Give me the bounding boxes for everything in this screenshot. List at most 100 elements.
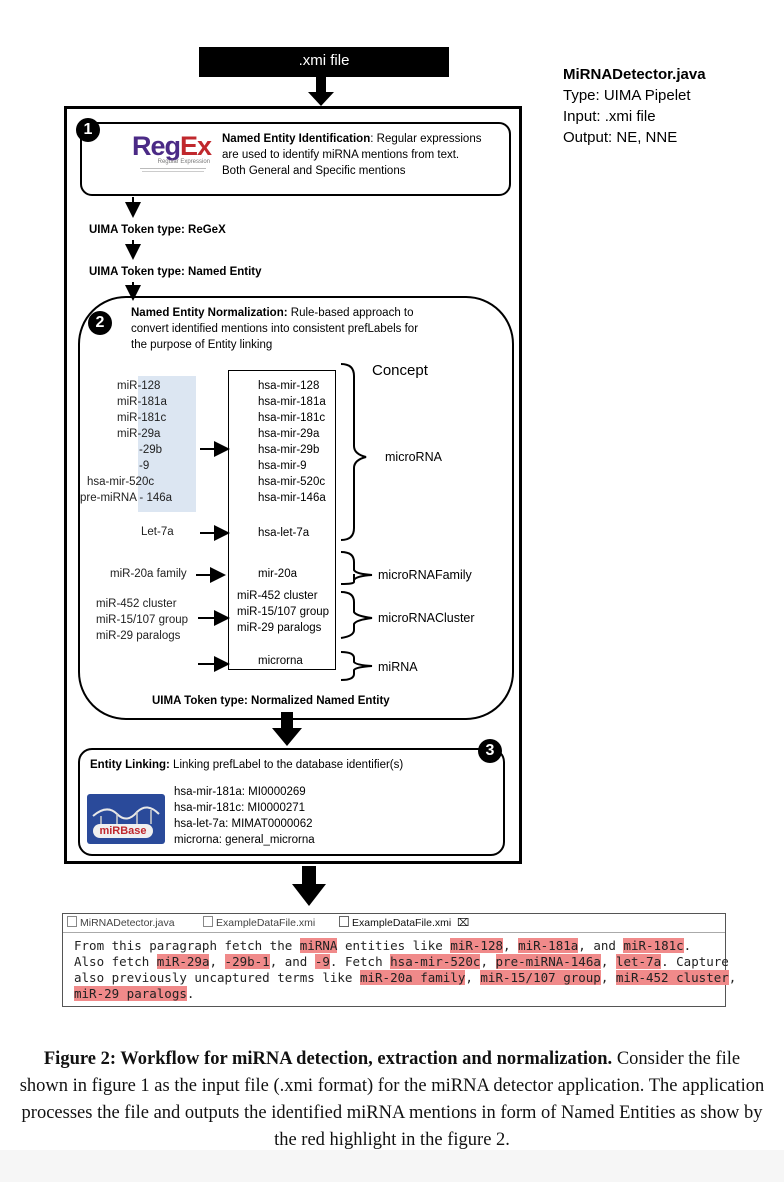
editor-text-segment: , xyxy=(209,954,225,969)
step-2-badge: 2 xyxy=(88,311,112,335)
preflabel-item: miR-29 paralogs xyxy=(237,622,322,634)
editor-text-segment: From this paragraph fetch the xyxy=(74,938,300,953)
link-item: hsa-mir-181c: MI0000271 xyxy=(174,802,306,814)
mention-family: miR-20a family xyxy=(110,568,187,580)
preflabel-item: miR-15/107 group xyxy=(237,606,330,618)
pipelet-name: MiRNADetector.java xyxy=(563,66,706,83)
highlighted-mention: -29b-1 xyxy=(224,954,270,969)
highlighted-mention: miRNA xyxy=(299,938,338,953)
mention-item: pre-miRNA - 146a xyxy=(80,492,173,504)
mention-list-mirna: miR-128 miR-181a miR-181c miR-29a -29b -… xyxy=(78,378,196,506)
pipelet-input: Input: .xmi file xyxy=(563,108,656,125)
link-list: hsa-mir-181a: MI0000269 hsa-mir-181c: MI… xyxy=(174,784,315,848)
token-named-entity: UIMA Token type: Named Entity xyxy=(89,266,262,278)
preflabel-list-cluster: miR-452 cluster miR-15/107 group miR-29 … xyxy=(237,588,329,636)
preflabel-item: miR-452 cluster xyxy=(237,590,318,602)
mention-highlight xyxy=(138,376,196,512)
highlighted-mention: miR-20a family xyxy=(359,970,466,985)
editor-text[interactable]: From this paragraph fetch the miRNA enti… xyxy=(74,938,736,1002)
editor-text-segment: . xyxy=(683,938,692,953)
tab-example-data-1[interactable]: ExampleDataFile.xmi xyxy=(203,916,315,929)
mention-item: miR-181a xyxy=(117,396,167,408)
concept-microrna-cluster: microRNACluster xyxy=(378,611,475,625)
editor-tab-bar: MiRNADetector.java ExampleDataFile.xmi E… xyxy=(63,914,725,933)
highlighted-mention: let-7a xyxy=(615,954,662,969)
mention-item: -29b xyxy=(139,444,163,456)
close-tab-icon[interactable]: ⌧ xyxy=(457,917,470,929)
xmi-file-input-box: .xmi file xyxy=(199,47,449,77)
concept-header: Concept xyxy=(372,362,428,379)
editor-text-segment: . Fetch xyxy=(329,954,391,969)
figure-caption: Figure 2: Workflow for miRNA detection, … xyxy=(18,1046,766,1154)
mirbase-logo: miRBase xyxy=(87,794,165,844)
preflabel-box xyxy=(228,370,336,670)
link-item: hsa-mir-181a: MI0000269 xyxy=(174,786,306,798)
arrow-middle xyxy=(272,712,302,746)
preflabel-generic: microrna xyxy=(258,655,303,667)
mention-let: Let-7a xyxy=(141,526,174,538)
preflabel-list-mirna: hsa-mir-128 hsa-mir-181a hsa-mir-181c hs… xyxy=(258,378,326,506)
editor-line: Also fetch miR-29a, -29b-1, and -9. Fetc… xyxy=(74,954,736,970)
mention-item: miR-15/107 group xyxy=(96,614,189,626)
java-file-icon xyxy=(67,916,77,927)
editor-line: From this paragraph fetch the miRNA enti… xyxy=(74,938,736,954)
highlighted-mention: miR-29a xyxy=(156,954,210,969)
preflabel-item: hsa-mir-146a xyxy=(258,492,326,504)
arrow-bottom xyxy=(292,866,326,906)
tab-mirna-detector[interactable]: MiRNADetector.java xyxy=(67,916,175,929)
step-3-badge: 3 xyxy=(478,739,502,763)
editor-text-segment: , xyxy=(503,938,519,953)
concept-microrna-family: microRNAFamily xyxy=(378,568,472,582)
step-1-badge: 1 xyxy=(76,118,100,142)
identification-description: Named Entity Identification: Regular exp… xyxy=(222,133,482,177)
concept-microrna: microRNA xyxy=(385,450,442,464)
caption-title: Figure 2: Workflow for miRNA detection, … xyxy=(43,1049,613,1069)
highlighted-mention: pre-miRNA-146a xyxy=(495,954,601,969)
tab-example-data-2[interactable]: ExampleDataFile.xmi ⌧ xyxy=(339,916,469,929)
token-regex: UIMA Token type: ReGeX xyxy=(89,224,226,236)
editor-text-segment: , xyxy=(600,970,616,985)
step-normalization-box xyxy=(78,296,514,720)
editor-text-segment: , xyxy=(480,954,496,969)
mention-list-cluster: miR-452 cluster miR-15/107 group miR-29 … xyxy=(96,596,188,644)
editor-text-segment: . xyxy=(186,986,195,1001)
preflabel-item: hsa-mir-9 xyxy=(258,460,307,472)
pipelet-meta: MiRNADetector.java Type: UIMA Pipelet In… xyxy=(563,64,706,148)
pipelet-output: Output: NE, NNE xyxy=(563,129,678,146)
page-bottom-band xyxy=(0,1150,784,1182)
preflabel-item: hsa-mir-128 xyxy=(258,380,320,392)
mention-item: miR-181c xyxy=(117,412,167,424)
token-normalized: UIMA Token type: Normalized Named Entity xyxy=(152,695,390,707)
editor-panel: MiRNADetector.java ExampleDataFile.xmi E… xyxy=(62,913,736,1007)
xmi-file-icon xyxy=(339,916,349,927)
link-item: microrna: general_microrna xyxy=(174,834,315,846)
highlighted-mention: miR-452 cluster xyxy=(615,970,729,985)
highlighted-mention: -9 xyxy=(314,954,330,969)
preflabel-let: hsa-let-7a xyxy=(258,527,310,539)
editor-text-segment: also previously uncaptured terms like xyxy=(74,970,360,985)
editor-text-segment: . Capture xyxy=(661,954,729,969)
highlighted-mention: miR-181a xyxy=(518,938,579,953)
regex-logo: RegEx Regular Expression xyxy=(132,132,212,172)
mention-item: miR-452 cluster xyxy=(96,598,177,610)
editor-line: also previously uncaptured terms like mi… xyxy=(74,970,736,986)
linking-description: Entity Linking: Linking prefLabel to the… xyxy=(90,759,404,771)
editor-text-segment: entities like xyxy=(337,938,451,953)
concept-mirna: miRNA xyxy=(378,660,418,674)
highlighted-mention: hsa-mir-520c xyxy=(390,954,481,969)
mention-item: miR-29 paralogs xyxy=(96,630,181,642)
editor-line: miR-29 paralogs. xyxy=(74,986,736,1002)
mention-item: miR-128 xyxy=(117,380,161,392)
editor-text-segment: , xyxy=(465,970,481,985)
mention-item: miR-29a xyxy=(117,428,161,440)
step-identification-box xyxy=(80,122,511,196)
preflabel-item: hsa-mir-181a xyxy=(258,396,326,408)
highlighted-mention: miR-181c xyxy=(623,938,684,953)
preflabel-item: hsa-mir-29a xyxy=(258,428,320,440)
highlighted-mention: miR-29 paralogs xyxy=(74,986,187,1001)
caption-body: Consider the file shown in figure 1 as t… xyxy=(19,1049,765,1150)
preflabel-item: hsa-mir-181c xyxy=(258,412,326,424)
editor-text-segment: , and xyxy=(578,938,624,953)
editor-text-segment: Also fetch xyxy=(74,954,157,969)
